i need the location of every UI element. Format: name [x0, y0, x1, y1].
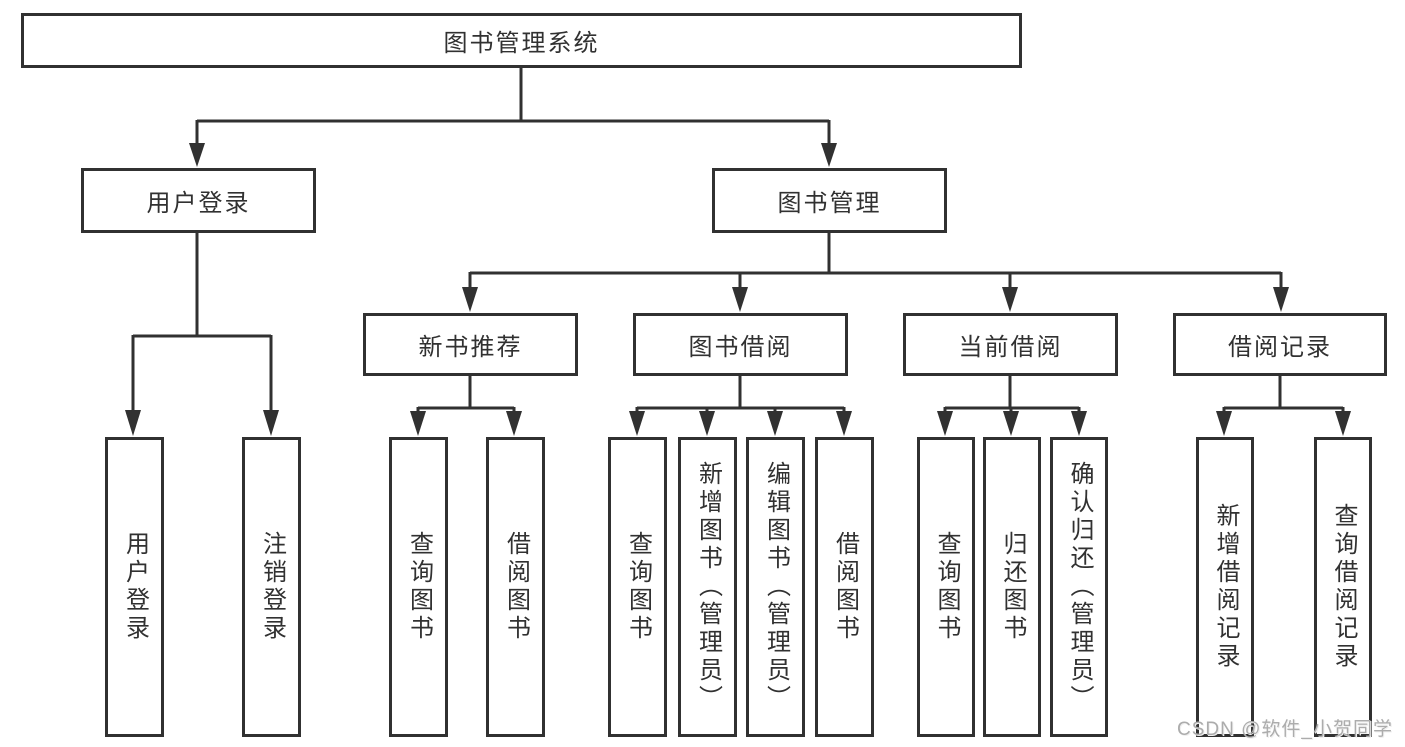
arrow-down-icon: [1335, 411, 1351, 436]
node-label: 图书借阅: [688, 334, 793, 361]
connector-line: [131, 233, 273, 414]
connector-user-login-children: [125, 233, 279, 436]
node-library-system: 图书管理系统: [21, 13, 1022, 68]
arrow-down-icon: [699, 411, 715, 436]
arrow-down-icon: [410, 411, 426, 436]
node-current-borrow: 当前借阅: [903, 313, 1118, 376]
leaf-query-book: 查询图书: [917, 437, 975, 737]
node-label: 图书管理系统: [443, 30, 600, 57]
node-user-login: 用户登录: [81, 168, 316, 233]
node-label: 新增图书（管理员）: [694, 461, 722, 713]
leaf-query-book: 查询图书: [389, 437, 448, 737]
arrow-down-icon: [629, 411, 645, 436]
leaf-add-borrow-record: 新增借阅记录: [1196, 437, 1254, 737]
arrow-down-icon: [189, 143, 205, 167]
leaf-user-login: 用户登录: [105, 437, 164, 737]
arrow-down-icon: [767, 411, 783, 436]
node-label: 借阅图书: [502, 531, 530, 643]
connector-borrow-record-children: [1216, 376, 1351, 436]
arrow-down-icon: [263, 410, 279, 436]
node-label: 用户登录: [146, 190, 251, 217]
node-new-book-recommend: 新书推荐: [363, 313, 578, 376]
arrow-down-icon: [125, 410, 141, 436]
node-borrow-record: 借阅记录: [1173, 313, 1387, 376]
connector-line: [416, 376, 516, 414]
connector-book-borrow-children: [629, 376, 852, 436]
arrow-down-icon: [506, 411, 522, 436]
connector-new-book-children: [410, 376, 522, 436]
arrow-down-icon: [732, 287, 748, 312]
node-label: 查询图书: [624, 531, 652, 643]
node-label: 编辑图书（管理员）: [762, 461, 790, 713]
node-label: 查询借阅记录: [1330, 503, 1357, 671]
connector-current-borrow-children: [937, 376, 1087, 436]
node-label: 借阅记录: [1228, 334, 1332, 361]
leaf-query-book: 查询图书: [608, 437, 667, 737]
node-label: 注销登录: [258, 531, 286, 643]
node-label: 图书管理: [777, 190, 882, 217]
node-label: 当前借阅: [958, 334, 1063, 361]
node-label: 新增借阅记录: [1212, 503, 1239, 671]
node-label: 借阅图书: [831, 531, 859, 643]
connector-line: [943, 376, 1081, 414]
leaf-logout: 注销登录: [242, 437, 301, 737]
node-label: 确认归还（管理员）: [1066, 461, 1093, 713]
leaf-confirm-return-admin: 确认归还（管理员）: [1050, 437, 1108, 737]
leaf-query-borrow-record: 查询借阅记录: [1314, 437, 1372, 737]
node-label: 查询图书: [405, 531, 433, 643]
node-label: 新书推荐: [418, 334, 523, 361]
arrow-down-icon: [1071, 411, 1087, 436]
leaf-borrow-book: 借阅图书: [486, 437, 545, 737]
node-book-borrow: 图书借阅: [633, 313, 848, 376]
connector-line: [1222, 376, 1345, 414]
connector-line: [468, 233, 1283, 290]
arrow-down-icon: [836, 411, 852, 436]
arrow-down-icon: [1216, 411, 1232, 436]
node-label: 归还图书: [999, 531, 1026, 643]
connector-book-mgmt-children: [462, 233, 1289, 312]
leaf-add-book-admin: 新增图书（管理员）: [678, 437, 737, 737]
leaf-return-book: 归还图书: [983, 437, 1041, 737]
arrow-down-icon: [1003, 411, 1019, 436]
leaf-borrow-book: 借阅图书: [815, 437, 874, 737]
arrow-down-icon: [1273, 287, 1289, 312]
connector-line: [195, 68, 831, 148]
node-label: 用户登录: [121, 531, 149, 643]
csdn-watermark: CSDN @软件_小贺同学: [1177, 719, 1393, 740]
node-book-management: 图书管理: [712, 168, 947, 233]
arrow-down-icon: [821, 143, 837, 167]
connector-line: [635, 376, 846, 414]
arrow-down-icon: [937, 411, 953, 436]
connector-root-to-level2: [189, 68, 837, 167]
arrow-down-icon: [462, 287, 478, 312]
leaf-edit-book-admin: 编辑图书（管理员）: [746, 437, 805, 737]
node-label: 查询图书: [933, 531, 960, 643]
arrow-down-icon: [1002, 287, 1018, 312]
